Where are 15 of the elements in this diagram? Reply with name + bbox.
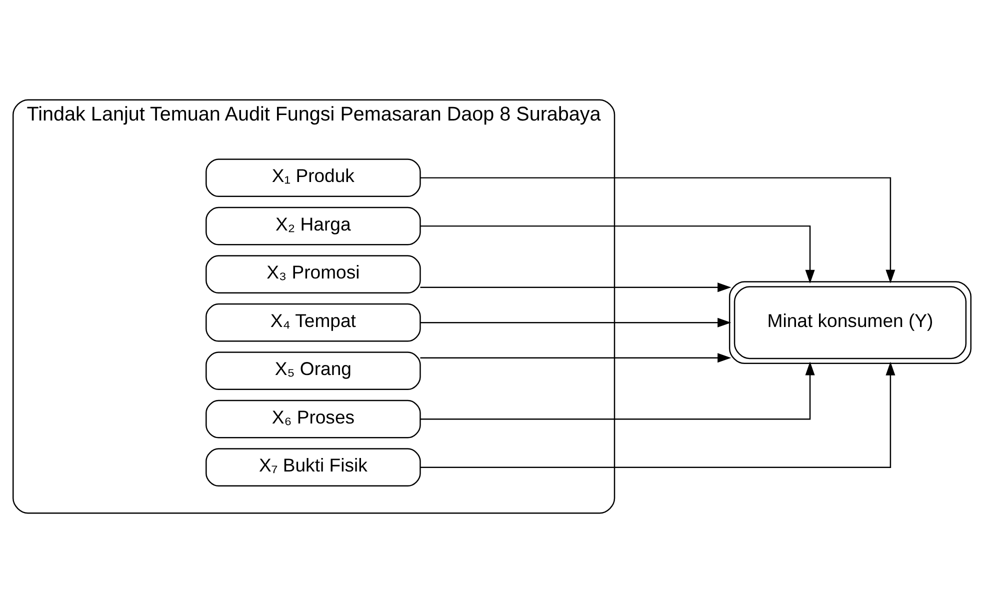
arrow [420, 317, 732, 327]
arrow [420, 352, 732, 362]
arrow [420, 361, 896, 468]
node-box: X₇ Bukti Fisik [206, 448, 421, 486]
node-box: X₂ Harga [206, 206, 421, 245]
arrow [420, 282, 732, 292]
node-box: X₅ Orang [206, 351, 421, 390]
arrow [420, 224, 815, 284]
arrow [420, 176, 896, 283]
node-box: X₄ Tempat [206, 302, 421, 342]
arrow [420, 361, 815, 420]
node-box: X₃ Promosi [206, 254, 421, 293]
node-box: X₁ Produk [206, 158, 421, 196]
node-box: X₆ Proses [206, 399, 421, 438]
node-box: Minat konsumen (Y) [728, 280, 972, 364]
